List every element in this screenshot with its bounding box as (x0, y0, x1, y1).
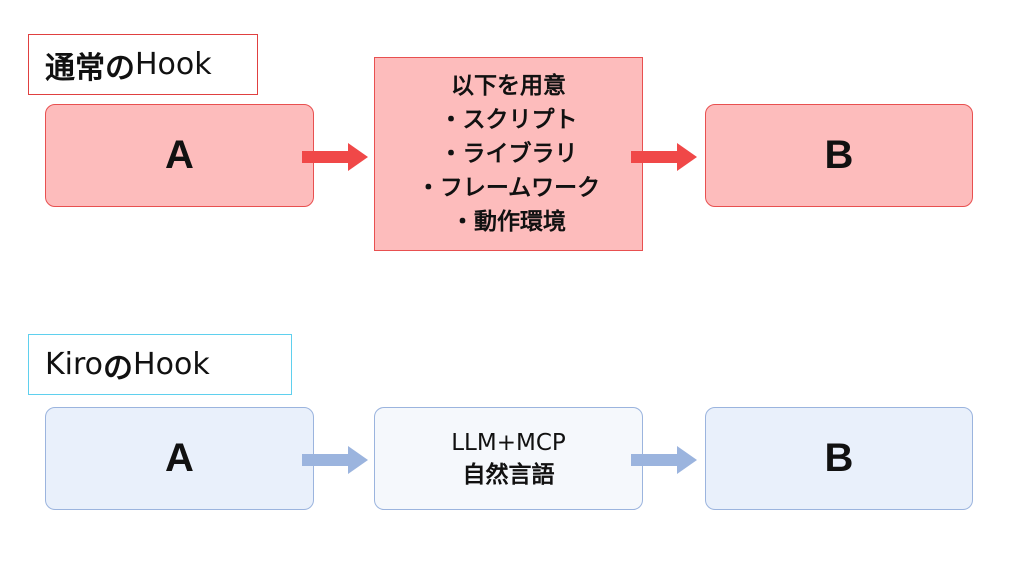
normal-node-b: B (705, 104, 973, 207)
normal-arrow-middle-to-b (631, 143, 697, 171)
normal-node-b-label: B (824, 133, 854, 177)
kiro-arrow-a-to-middle (302, 446, 368, 474)
kiro-node-a-label: A (165, 436, 194, 480)
kiro-node-b: B (705, 407, 973, 510)
section-label-kiro-particle: の (103, 350, 134, 386)
normal-node-a: A (45, 104, 314, 207)
section-label-kiro-suffix: Hook (133, 347, 210, 382)
normal-arrow-shape (302, 143, 368, 171)
section-label-normal-prefix: 通常の (45, 50, 135, 86)
normal-middle-line-environment: ・動作環境 (451, 209, 566, 235)
normal-node-a-label: A (165, 133, 194, 177)
section-label-kiro-prefix: Kiro (45, 347, 104, 382)
kiro-middle-line-natural-language: 自然言語 (462, 461, 555, 488)
normal-middle-box: 以下を用意 ・スクリプト ・ライブラリ ・フレームワーク ・動作環境 (374, 57, 643, 251)
kiro-arrow-shape (302, 446, 368, 474)
normal-middle-line-framework: ・フレームワーク (416, 175, 601, 201)
section-label-normal-suffix: Hook (135, 47, 212, 82)
kiro-node-a: A (45, 407, 314, 510)
normal-arrow-shape (631, 143, 697, 171)
normal-arrow-a-to-middle (302, 143, 368, 171)
normal-middle-line-script: ・スクリプト (439, 107, 578, 133)
kiro-node-b-label: B (824, 436, 854, 480)
kiro-middle-box: LLM+MCP 自然言語 (374, 407, 643, 510)
kiro-arrow-middle-to-b (631, 446, 697, 474)
kiro-middle-line-llm-mcp: LLM+MCP (451, 429, 566, 456)
kiro-arrow-shape (631, 446, 697, 474)
normal-middle-line-prepare: 以下を用意 (451, 73, 566, 99)
normal-middle-line-library: ・ライブラリ (439, 141, 578, 167)
